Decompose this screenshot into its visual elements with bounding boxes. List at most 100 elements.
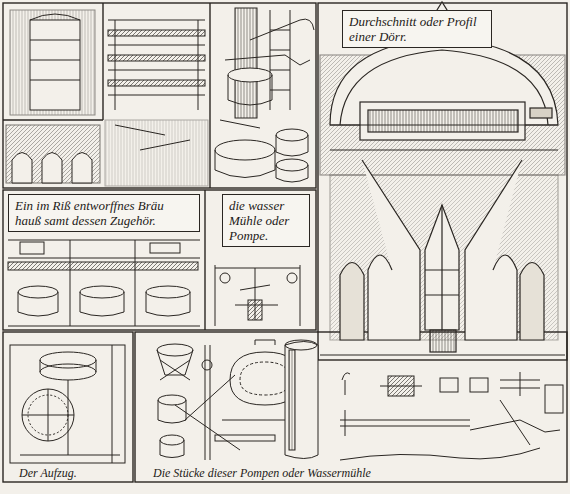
panel-frames-stroke xyxy=(3,190,316,330)
kiln-section-stroke xyxy=(520,263,544,341)
brewhouse-plan-stroke xyxy=(18,292,58,316)
pump-parts-stroke xyxy=(158,395,186,405)
brewhouse-plan-stroke xyxy=(8,262,198,270)
hoist-wheel-stroke xyxy=(10,345,125,463)
water-pump-stroke xyxy=(287,273,297,283)
brew-kettle-and-tubs-stroke xyxy=(235,8,257,118)
caption-cartouche: die wasser Mühle oder Pompe. xyxy=(222,194,310,247)
cartouche-text: die wasser Mühle oder Pompe. xyxy=(229,198,303,243)
brewhouse-plan-stroke xyxy=(150,243,180,253)
kiln-section-stroke xyxy=(362,160,420,340)
pump-rods-and-valves-stroke xyxy=(380,386,422,387)
pump-parts-stroke xyxy=(240,362,290,395)
malt-shelves-stroke xyxy=(108,80,205,86)
panel-frames-stroke xyxy=(3,332,133,482)
panel-label: Der Aufzug. xyxy=(16,466,80,480)
hoist-wheel-stroke xyxy=(22,389,74,441)
pump-rods-and-valves-stroke xyxy=(500,400,530,445)
brewhouse-plan-stroke xyxy=(20,242,44,254)
caption-cartouche: Ein im Riß entworffnes Bräu hauß samt de… xyxy=(8,194,200,232)
kiln-section-stroke xyxy=(360,102,525,140)
pump-rods-and-valves-stroke xyxy=(545,385,563,413)
water-pump-stroke xyxy=(220,273,230,283)
brewhouse-plan-stroke xyxy=(8,326,200,327)
malt-shelves-stroke xyxy=(30,40,80,41)
brewhouse-plan-stroke xyxy=(18,286,58,298)
kiln-section-stroke xyxy=(368,110,518,132)
brew-kettle-and-tubs-stroke xyxy=(220,120,260,128)
kiln-section-stroke xyxy=(425,205,459,330)
hoist-wheel-stroke xyxy=(40,352,96,368)
brew-kettle-and-tubs-stroke xyxy=(228,68,272,82)
pump-parts-stroke xyxy=(157,350,193,375)
panel-frames xyxy=(3,3,567,482)
panel-frames-stroke xyxy=(204,190,205,330)
pump-tube xyxy=(285,340,318,459)
water-pump-stroke xyxy=(215,265,300,326)
pump-parts-stroke xyxy=(160,440,184,458)
brewhouse-plan-stroke xyxy=(146,286,190,298)
pump-rods-and-valves-stroke xyxy=(470,378,488,392)
panel-label: Die Stücke dieser Pompen oder Wassermühl… xyxy=(150,466,374,480)
panel-frames-stroke xyxy=(3,3,316,188)
water-pump-stroke xyxy=(235,268,278,320)
pump-rods-and-valves-stroke xyxy=(342,373,350,395)
pump-tube-stroke xyxy=(285,342,318,459)
pump-tube-stroke xyxy=(289,350,295,450)
hoist-wheel xyxy=(10,345,125,463)
brewhouse-plan xyxy=(8,240,200,326)
pump-parts-stroke xyxy=(158,400,186,423)
kiln-section-stroke xyxy=(340,263,364,341)
panel-frames-stroke xyxy=(318,3,567,360)
kiln-section-stroke xyxy=(330,125,558,150)
water-pump xyxy=(215,265,300,326)
cartouche-text: Ein im Riß entworffnes Bräu hauß samt de… xyxy=(15,198,193,228)
kiln-section xyxy=(320,2,565,355)
pump-parts-stroke xyxy=(255,340,275,345)
arched-cellar xyxy=(6,125,100,183)
kiln-section-stroke xyxy=(465,160,522,340)
pump-parts-stroke xyxy=(205,345,210,460)
arched-cellar-stroke xyxy=(12,153,92,184)
kiln-section-stroke xyxy=(330,175,558,340)
pump-tube-stroke xyxy=(285,340,317,350)
kiln-section-stroke xyxy=(430,330,456,352)
brew-kettle-and-tubs xyxy=(215,8,314,182)
brewhouse-plan-stroke xyxy=(80,292,124,316)
malt-shelves-stroke xyxy=(30,14,80,20)
pump-rods-and-valves-stroke xyxy=(440,378,458,392)
hoist-wheel-stroke xyxy=(40,364,96,380)
brewhouse-plan-stroke xyxy=(80,286,124,298)
pump-rods-and-valves-stroke xyxy=(340,410,470,436)
panel-frames-stroke xyxy=(102,3,103,120)
pump-parts-stroke xyxy=(202,360,212,370)
pump-parts xyxy=(157,340,300,460)
title-cartouche: Durchschnitt oder Profil einer Dörr. xyxy=(342,10,492,48)
panel-frames-stroke xyxy=(3,119,103,120)
pump-parts-stroke xyxy=(215,435,275,441)
pump-rods-and-valves xyxy=(340,372,563,460)
malt-shelves-stroke xyxy=(10,10,95,115)
brew-kettle-and-tubs-stroke xyxy=(225,55,310,65)
brew-kettle-and-tubs-stroke xyxy=(228,75,272,105)
brew-kettle-and-tubs-stroke xyxy=(276,135,308,156)
panel-frames-stroke xyxy=(135,332,567,482)
malt-shelves-stroke xyxy=(30,60,80,61)
brewhouse-plan-stroke xyxy=(146,292,190,316)
panel-frames-stroke xyxy=(209,3,210,188)
brew-kettle-and-tubs-stroke xyxy=(276,165,308,182)
malt-shelves-stroke xyxy=(108,20,205,95)
kiln-section-stroke xyxy=(320,354,565,355)
pump-parts-stroke xyxy=(160,435,184,445)
pump-rods-and-valves-stroke xyxy=(340,448,540,460)
pump-parts-stroke xyxy=(160,360,190,380)
malt-shelves-stroke xyxy=(108,55,205,61)
brew-kettle-and-tubs-stroke xyxy=(250,19,314,40)
brew-kettle-and-tubs-stroke xyxy=(276,129,308,141)
pump-rods-and-valves-stroke xyxy=(500,372,540,396)
malt-shelves-stroke xyxy=(30,20,80,110)
kiln-section-stroke xyxy=(530,108,552,118)
hoist-wheel-stroke xyxy=(22,389,74,441)
